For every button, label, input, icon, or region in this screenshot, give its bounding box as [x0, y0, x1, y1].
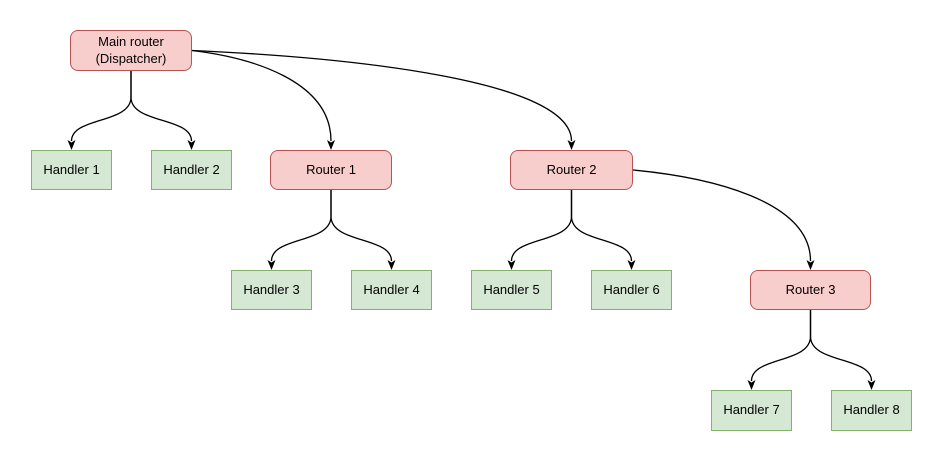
node-handler8: Handler 8: [831, 390, 912, 431]
node-router3: Router 3: [750, 270, 871, 310]
node-handler2: Handler 2: [151, 150, 232, 190]
node-main: Main router (Dispatcher): [70, 30, 192, 71]
node-handler1: Handler 1: [31, 150, 112, 190]
edge-router3-handler7: [747, 310, 812, 390]
arrowhead: [806, 260, 815, 270]
node-handler3: Handler 3: [231, 270, 312, 310]
edge-router1-handler3: [267, 190, 332, 270]
arrowhead: [867, 380, 876, 390]
edge-main-handler1: [67, 71, 132, 150]
arrowhead: [387, 260, 396, 270]
node-handler7: Handler 7: [711, 390, 792, 431]
edge-router3-handler8: [809, 310, 876, 390]
edge-router1-handler4: [330, 190, 396, 270]
edge-router2-handler5: [507, 190, 573, 270]
arrowhead: [507, 260, 516, 270]
arrowhead: [327, 140, 335, 150]
node-handler6: Handler 6: [591, 270, 672, 310]
edge-main-router1: [191, 49, 335, 150]
arrowhead: [187, 140, 196, 150]
arrowhead: [67, 140, 76, 150]
edge-main-router2: [191, 49, 576, 150]
arrowhead: [627, 260, 636, 270]
arrowhead: [567, 140, 576, 150]
node-handler4: Handler 4: [351, 270, 432, 310]
node-router1: Router 1: [270, 150, 392, 190]
edge-router2-handler6: [570, 190, 636, 270]
arrowhead: [747, 380, 756, 390]
edge-main-handler2: [130, 71, 196, 150]
arrowhead: [267, 260, 276, 270]
node-router2: Router 2: [510, 150, 633, 190]
edge-router2-router3: [632, 169, 815, 270]
node-handler5: Handler 5: [471, 270, 552, 310]
